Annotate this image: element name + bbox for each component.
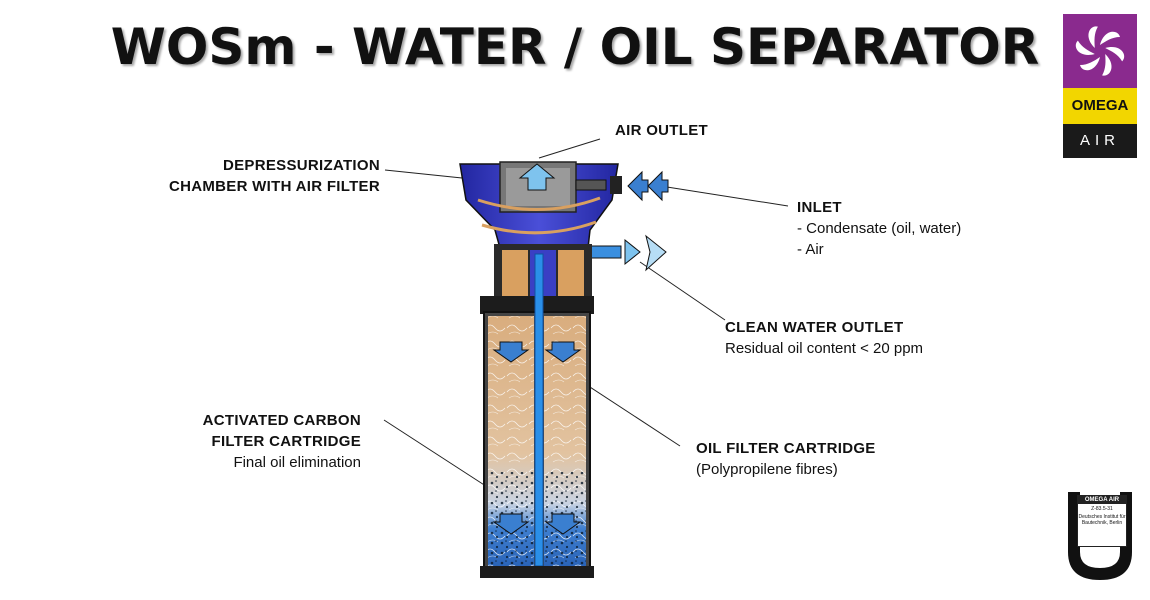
depressurization-chamber [459,161,622,249]
certification-mark: OMEGA AIR Z-83.5-31 Deutsches Institut f… [1064,490,1136,585]
leader-air-outlet [538,138,601,159]
label-oil-filter-desc: (Polypropilene fibres) [696,461,838,478]
label-carbon-desc: Final oil elimination [233,454,361,471]
leader-clean-water [639,261,726,321]
label-oil-filter: OIL FILTER CARTRIDGE (Polypropilene fibr… [696,438,876,480]
down-arrow-icon [544,341,582,363]
logo-brand-text: OMEGA [1063,88,1137,124]
certification-code: Z-83.5-31 [1091,506,1113,512]
label-air-outlet: AIR OUTLET [615,120,708,141]
swirl-flow [477,196,601,235]
label-air-outlet-text: AIR OUTLET [615,122,708,139]
down-arrow-icon [544,513,582,535]
air-outlet-arrow-icon [518,163,556,191]
inlet-fitting [610,176,622,194]
leader-inlet [666,186,789,207]
cartridge-body [480,253,594,578]
label-clean-water-desc: Residual oil content < 20 ppm [725,340,924,357]
label-inlet-line1: - Condensate (oil, water) [797,220,962,237]
certification-box: OMEGA AIR Z-83.5-31 Deutsches Institut f… [1077,495,1127,547]
label-inlet-line2: - Air [797,241,824,258]
outlet-arrow-icon [624,238,641,266]
cartridge-base [480,566,594,578]
label-activated-carbon: ACTIVATED CARBON FILTER CARTRIDGE Final … [160,410,361,473]
label-clean-water-outlet: CLEAN WATER OUTLET Residual oil content … [725,317,923,359]
certification-header: OMEGA AIR [1078,496,1126,504]
label-inlet-title: INLET [797,199,842,216]
label-depressurization-line1: DEPRESSURIZATION [222,157,380,174]
label-carbon-line2: FILTER CARTRIDGE [211,433,361,450]
certification-issuer: Deutsches Institut für Bautechnik, Berli… [1078,514,1126,526]
inlet-nozzle [575,179,607,191]
leader-depressurization [384,169,463,179]
label-clean-water-title: CLEAN WATER OUTLET [725,319,904,336]
outlet-arrow-icon-2 [645,234,667,272]
omega-air-logo: OMEGA AIR [1063,14,1137,158]
logo-brand-sub-text: AIR [1063,124,1137,158]
down-arrow-icon [492,341,530,363]
inlet-arrows-icon [627,170,669,202]
page-title: WOSm - WATER / OIL SEPARATOR [110,18,1040,76]
label-carbon-line1: ACTIVATED CARBON [202,412,361,429]
label-inlet: INLET - Condensate (oil, water) - Air [797,197,961,260]
central-pipe [534,253,544,567]
pinwheel-icon [1063,14,1137,88]
down-arrow-icon [492,513,530,535]
label-depressurization-line2: CHAMBER WITH AIR FILTER [168,178,380,195]
label-depressurization: DEPRESSURIZATION CHAMBER WITH AIR FILTER [140,155,380,197]
label-oil-filter-title: OIL FILTER CARTRIDGE [696,440,876,457]
leader-carbon [383,419,493,491]
